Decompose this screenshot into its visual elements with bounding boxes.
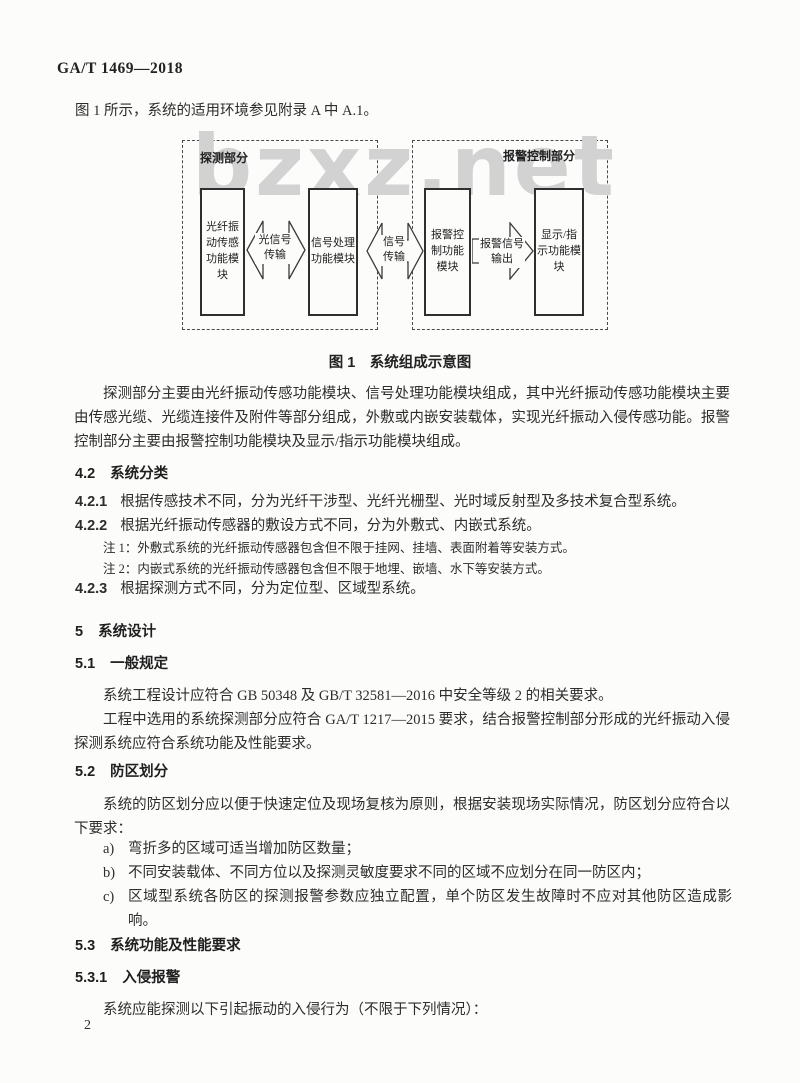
heading-5-3: 5.3 系统功能及性能要求 [75, 934, 241, 955]
list-text: 不同安装载体、不同方位以及探测灵敏度要求不同的区域不应划分在同一防区内； [128, 865, 650, 881]
signal-processing-module-box: 信号处理功能模块 [308, 188, 358, 316]
list-item-a: a) 弯折多的区域可适当增加防区数量； [74, 837, 732, 861]
paragraph-after-figure: 探测部分主要由光纤振动传感功能模块、信号处理功能模块组成，其中光纤振动传感功能模… [74, 386, 730, 450]
heading-number: 5 [75, 624, 84, 640]
signal-transmission-label: 信号传输 [381, 235, 407, 266]
heading-title: 系统分类 [110, 466, 169, 482]
list-text: 弯折多的区域可适当增加防区数量； [128, 841, 360, 857]
list-text: 区域型系统各防区的探测报警参数应独立配置，单个防区发生故障时不应对其他防区造成影… [128, 889, 732, 929]
heading-number: 5.3 [75, 938, 96, 954]
heading-title: 系统功能及性能要求 [110, 938, 241, 954]
figure-caption: 图 1 系统组成示意图 [328, 355, 472, 371]
intro-paragraph: 图 1 所示，系统的适用环境参见附录 A 中 A.1。 [75, 103, 378, 119]
paragraph-5-3-1: 系统应能探测以下引起振动的入侵行为（不限于下列情况）： [103, 1002, 488, 1018]
clause-number: 4.2.3 [75, 581, 108, 597]
optical-signal-transmission-label: 光信号传输 [255, 233, 295, 264]
paragraph-5-1-a: 系统工程设计应符合 GB 50348 及 GB/T 32581—2016 中安全… [103, 688, 613, 704]
zone-division-list: a) 弯折多的区域可适当增加防区数量； b) 不同安装载体、不同方位以及探测灵敏… [74, 837, 732, 933]
heading-5-3-1: 5.3.1 入侵报警 [75, 966, 180, 987]
note-2: 注 2：内嵌式系统的光纤振动传感器包含但不限于地埋、嵌墙、水下等安装方式。 [103, 562, 550, 576]
alarm-signal-output-label: 报警信号输出 [479, 237, 525, 268]
paragraph-5-1-b: 工程中选用的系统探测部分应符合 GA/T 1217—2015 要求，结合报警控制… [74, 712, 730, 752]
heading-number: 5.2 [75, 764, 96, 780]
list-marker: c) [103, 889, 115, 905]
heading-5-2: 5.2 防区划分 [75, 760, 168, 781]
list-item-b: b) 不同安装载体、不同方位以及探测灵敏度要求不同的区域不应划分在同一防区内； [74, 861, 732, 885]
note-1: 注 1：外敷式系统的光纤振动传感器包含但不限于挂网、挂墙、表面附着等安装方式。 [103, 541, 575, 555]
alarm-control-part-label: 报警控制部分 [503, 149, 576, 163]
clause-text: 根据光纤振动传感器的敷设方式不同，分为外敷式、内嵌式系统。 [120, 518, 541, 534]
clause-4-2-1: 4.2.1 根据传感技术不同，分为光纤干涉型、光纤光栅型、光时域反射型及多技术复合… [75, 490, 730, 514]
standard-number: GA/T 1469—2018 [57, 60, 183, 77]
heading-title: 防区划分 [110, 764, 169, 780]
fiber-vibration-sensing-module-box: 光纤振动传感功能模块 [200, 188, 245, 316]
clause-number: 4.2.2 [75, 518, 108, 534]
detection-part-label: 探测部分 [200, 151, 249, 165]
heading-5: 5 系统设计 [75, 620, 156, 641]
list-item-c: c) 区域型系统各防区的探测报警参数应独立配置，单个防区发生故障时不应对其他防区… [74, 885, 732, 933]
paragraph-5-2: 系统的防区划分应以便于快速定位及现场复核为原则，根据安装现场实际情况，防区划分应… [74, 797, 730, 837]
alarm-control-module-box: 报警控制功能模块 [424, 188, 471, 316]
heading-5-1: 5.1 一般规定 [75, 652, 168, 673]
heading-title: 系统设计 [98, 624, 157, 640]
system-composition-figure: bzxz.net 探测部分 报警控制部分 光纤振动传感功能模块 信号处理功能模块… [180, 124, 614, 332]
heading-title: 一般规定 [110, 656, 169, 672]
page-number: 2 [84, 1018, 91, 1033]
heading-number: 4.2 [75, 466, 96, 482]
clause-4-2-2: 4.2.2 根据光纤振动传感器的敷设方式不同，分为外敷式、内嵌式系统。 [75, 514, 730, 538]
display-indicate-module-box: 显示/指示功能模块 [534, 188, 584, 316]
heading-number: 5.3.1 [75, 970, 108, 986]
clause-4-2-3: 4.2.3 根据探测方式不同，分为定位型、区域型系统。 [75, 577, 730, 601]
clause-text: 根据传感技术不同，分为光纤干涉型、光纤光栅型、光时域反射型及多技术复合型系统。 [120, 494, 686, 510]
heading-title: 入侵报警 [122, 970, 181, 986]
heading-number: 5.1 [75, 656, 96, 672]
heading-4-2: 4.2 系统分类 [75, 462, 168, 483]
list-marker: b) [103, 865, 116, 881]
clause-number: 4.2.1 [75, 494, 108, 510]
clause-text: 根据探测方式不同，分为定位型、区域型系统。 [120, 581, 425, 597]
list-marker: a) [103, 841, 115, 857]
